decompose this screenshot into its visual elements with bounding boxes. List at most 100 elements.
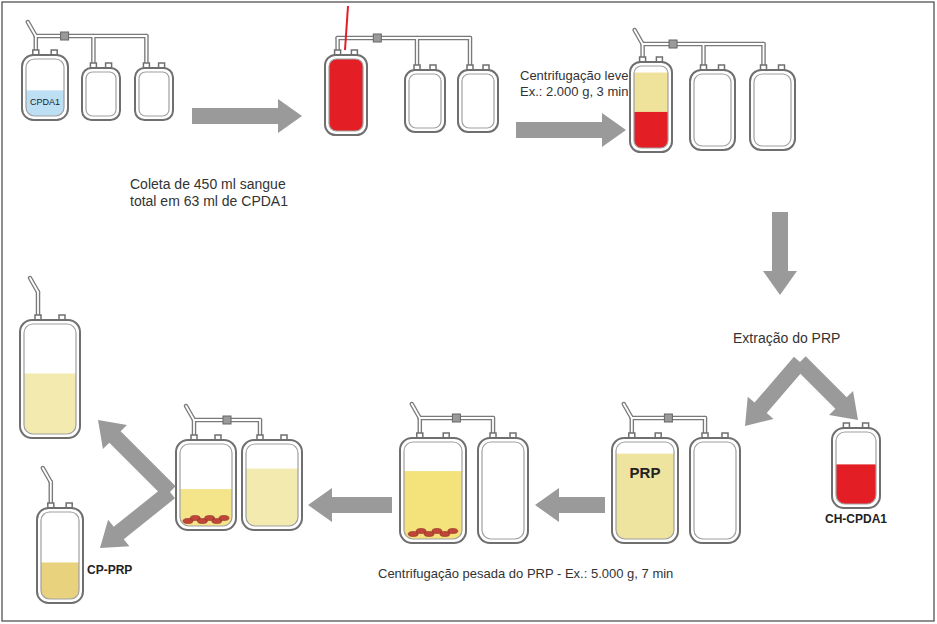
tube-connector	[452, 414, 460, 422]
bag-outline	[242, 440, 302, 530]
step-label: Extração do PRP	[733, 330, 840, 347]
bag-inner-outline	[329, 59, 363, 131]
bag-inner-outline	[462, 74, 494, 128]
tube	[36, 34, 147, 39]
blood-bag: CPDA1	[22, 55, 68, 120]
bag-inner-outline	[246, 444, 298, 526]
tube-bore	[43, 468, 51, 482]
cell-pellet	[448, 529, 458, 534]
bag-inner-outline	[409, 74, 441, 128]
bag-content	[634, 73, 668, 112]
bag-inner-outline	[404, 442, 462, 539]
bag-content	[634, 112, 668, 148]
bags	[20, 50, 795, 543]
tube-bore	[704, 418, 706, 433]
bag-shape	[612, 438, 678, 543]
process-arrows	[98, 99, 858, 548]
tube-bore	[703, 44, 705, 65]
blood-bag: CH-CPDA1	[818, 428, 894, 530]
bag-outline	[400, 438, 466, 543]
step-label: Centrifugação pesada do PRP - Ex.: 5.000…	[378, 566, 673, 582]
tube-bore	[50, 482, 52, 503]
tube-bore	[35, 36, 37, 50]
bag-outline	[20, 320, 80, 438]
bag-outline	[82, 68, 120, 120]
tube-bore	[337, 38, 339, 50]
tube	[338, 36, 470, 41]
tube-bore	[338, 37, 470, 39]
tube-bore	[36, 35, 147, 37]
bag-inner-outline	[694, 442, 736, 539]
tube	[412, 404, 420, 418]
bag-label: CPDA1	[30, 97, 60, 107]
collection-needle	[345, 6, 348, 50]
bag-inner-outline	[180, 444, 232, 526]
bag-outline	[832, 428, 880, 508]
cell-pellet	[219, 516, 229, 521]
bag-label: PRP	[630, 464, 661, 481]
tube	[144, 36, 149, 63]
bag-content	[26, 90, 64, 116]
process-arrow	[98, 420, 176, 498]
step-label: Centrifugação leve Ex.: 2.000 g, 3 min	[520, 68, 642, 99]
tube	[635, 30, 643, 44]
bag-inner-outline	[616, 442, 674, 539]
tube	[36, 292, 41, 315]
bag-outline	[458, 70, 498, 132]
bag-inner-outline	[139, 72, 169, 116]
tube	[415, 38, 420, 65]
tube-bore	[642, 44, 644, 57]
tube	[43, 468, 51, 482]
tube-bore	[631, 418, 633, 433]
bag-label: CP-PRP	[87, 564, 132, 578]
bag-content	[404, 471, 462, 539]
tube-connector	[373, 34, 381, 42]
bag-shape	[35, 508, 150, 608]
tube	[624, 404, 632, 418]
tube-connector	[669, 40, 677, 48]
bag-outline	[750, 70, 795, 150]
bag-outline	[22, 55, 68, 120]
tube-connector	[223, 416, 231, 424]
blood-bag: CP-PRP	[35, 508, 150, 608]
tube-bore	[416, 38, 418, 65]
bag-content	[41, 562, 79, 599]
bag-inner-outline	[836, 432, 876, 504]
process-arrow	[192, 99, 302, 133]
bag-outline	[612, 438, 678, 543]
tube	[761, 44, 766, 65]
bag-shape	[22, 55, 68, 120]
bag-inner-outline	[482, 442, 524, 539]
process-arrow	[535, 488, 605, 522]
process-arrow	[308, 488, 392, 522]
tube	[30, 278, 38, 292]
bag-inner-outline	[634, 66, 668, 148]
tube-bore	[412, 404, 420, 418]
tube-bore	[259, 420, 261, 435]
process-arrow	[763, 212, 797, 295]
tube-connector	[664, 414, 672, 422]
tubing	[28, 22, 764, 503]
bag-inner-outline	[694, 74, 731, 146]
bag-outline	[135, 68, 173, 120]
tube-bore	[30, 278, 38, 292]
bag-content	[836, 464, 876, 504]
bag-inner-outline	[754, 74, 791, 146]
tube	[701, 44, 706, 65]
tube	[49, 482, 54, 503]
bag-outline	[325, 55, 367, 135]
tube-bore	[28, 22, 36, 36]
bag-label: CH-CPDA1	[825, 513, 887, 527]
process-arrow	[516, 113, 626, 147]
bag-content	[329, 59, 363, 131]
tube-bore	[763, 44, 765, 65]
tube-bore	[186, 406, 194, 420]
tube-bore	[193, 420, 195, 435]
tube-bore	[93, 36, 95, 63]
bag-outline	[690, 70, 735, 150]
bag-inner-outline	[26, 59, 64, 116]
bag-content	[246, 469, 298, 526]
